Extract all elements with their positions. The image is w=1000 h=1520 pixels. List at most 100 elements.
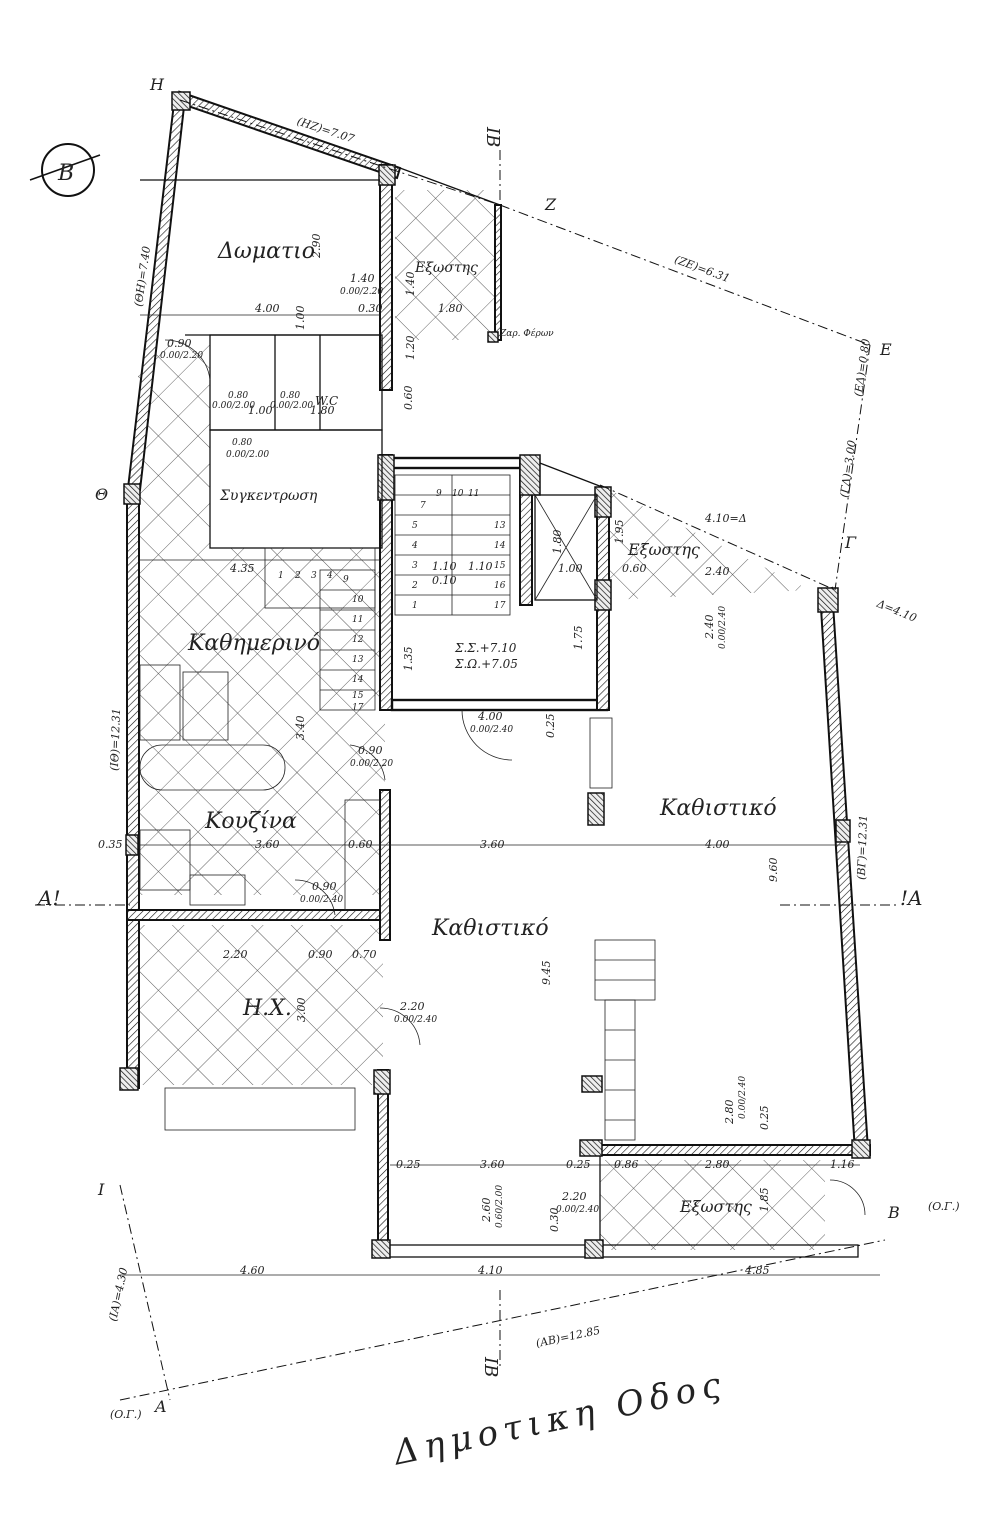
sheet-badge: B — [29, 143, 101, 197]
dim: 0.60/2.00 — [495, 1185, 505, 1228]
step-number: 17 — [352, 703, 364, 713]
tiled-exostis-right — [610, 490, 810, 600]
room-kathimerino: Καθημερινό — [187, 631, 320, 656]
stair-note-2: Σ.Ω.+7.05 — [454, 657, 518, 671]
step-number: 15 — [494, 561, 506, 571]
dim: 2.20 — [222, 948, 248, 961]
dim: 0.80 — [228, 391, 248, 401]
dim: 1.10 — [432, 560, 457, 573]
dim: 0.30 — [548, 1208, 561, 1233]
dim: 0.90 — [358, 744, 383, 757]
point-z: Ζ — [544, 195, 557, 214]
label-ze: (ZE)=6.31 — [673, 253, 732, 285]
dim: 0.00/2.20 — [350, 759, 393, 769]
column — [584, 1239, 604, 1259]
wall-north — [178, 90, 402, 180]
dim: 4.10 — [477, 1264, 503, 1277]
dim: 4.00 — [704, 838, 730, 851]
label-gd: (ΓΔ)=3.00 — [838, 439, 859, 498]
column — [123, 483, 141, 505]
dim: 0.00/2.40 — [394, 1015, 437, 1025]
label-d410: Δ=4.10 — [874, 597, 918, 625]
dim: 0.10 — [432, 574, 457, 587]
step-number: 11 — [352, 615, 363, 625]
point-th: Θ — [95, 485, 108, 504]
column — [487, 331, 499, 343]
dim: 2.40 — [703, 615, 716, 641]
step-number: 13 — [352, 655, 364, 665]
column — [519, 454, 541, 496]
column — [817, 587, 839, 613]
dim: 0.00/2.00 — [270, 401, 313, 411]
column — [373, 1069, 391, 1095]
wall-kitchen-south — [126, 909, 383, 921]
column — [378, 164, 396, 186]
column — [125, 834, 139, 856]
dim: 1.00 — [558, 562, 583, 575]
room-apothiki: Συγκεντρωση — [219, 488, 318, 504]
stair-box — [390, 456, 534, 470]
point-a: Α — [153, 1397, 167, 1416]
column — [579, 1139, 603, 1157]
stair-right — [394, 474, 511, 616]
dim: 1.95 — [613, 520, 626, 545]
dim: 0.35 — [98, 838, 123, 851]
dim: 0.00/2.20 — [160, 351, 203, 361]
step-number: 1 — [278, 571, 284, 581]
step-number: 3 — [412, 561, 418, 571]
room-exostis-bottom: Εξωστης — [679, 1197, 752, 1216]
dim: 2.90 — [310, 234, 323, 260]
label-og-left: (O.Γ.) — [110, 1408, 142, 1421]
column — [851, 1139, 871, 1159]
point-g: Γ — [844, 533, 857, 552]
step-number: 14 — [352, 675, 364, 685]
section-a-left: A! — [36, 886, 60, 910]
dimensions: 2.90 1.40 0.00/2.20 1.40 4.00 0.30 1.80 … — [98, 234, 855, 1278]
outer-walls — [126, 90, 871, 1258]
dim: 0.00/2.40 — [470, 725, 513, 735]
step-number: 17 — [494, 601, 506, 611]
step-number: 4 — [411, 541, 418, 551]
step-number: 10 — [452, 489, 464, 499]
inner-walls — [139, 179, 866, 1216]
dim: 1.40 — [350, 272, 375, 285]
dim: 0.00/2.40 — [738, 1076, 748, 1119]
dim: 3.40 — [294, 716, 307, 741]
label-bg: (BΓ)=12.31 — [855, 815, 870, 880]
dim: 4.00 — [254, 302, 280, 315]
dim: 2.80 — [723, 1100, 736, 1126]
dim: 0.25 — [544, 714, 557, 739]
section-ib-bottom: ΙΒ — [480, 1356, 501, 1377]
room-kouzina: Κουζίνα — [204, 809, 297, 834]
dim: 0.30 — [358, 302, 383, 315]
step-number: 10 — [352, 595, 364, 605]
column — [581, 1075, 603, 1093]
step-number: 7 — [420, 501, 426, 511]
column — [594, 579, 612, 611]
wall-west-hx — [126, 917, 140, 1089]
dim: 0.90 — [308, 948, 333, 961]
tiled-floors — [132, 190, 825, 1250]
label-delta-inner: 4.10=Δ — [704, 512, 747, 525]
label-ia: (ΙΑ)=4.30 — [106, 1266, 130, 1322]
step-number: 14 — [494, 541, 506, 551]
column — [119, 1067, 139, 1091]
dim: 0.80 — [232, 438, 252, 448]
column — [371, 1239, 391, 1259]
dim: 0.00/2.40 — [300, 895, 343, 905]
dim: 0.70 — [352, 948, 377, 961]
dim: 1.80 — [551, 530, 564, 555]
sheet-badge-letter: B — [57, 161, 74, 186]
step-number: 2 — [294, 571, 301, 581]
stair-numbers-right: 1 2 3 4 5 7 9 10 11 13 14 15 16 17 — [411, 489, 506, 611]
room-exostis-right: Εξωστης — [627, 540, 700, 559]
boundary — [35, 99, 900, 1401]
dim: 4.35 — [229, 562, 255, 575]
dim: 2.80 — [704, 1158, 730, 1171]
tiled-exostis-top — [395, 190, 500, 340]
dim: 1.35 — [402, 647, 415, 672]
room-kathistiko-left: Καθιστικό — [431, 916, 549, 941]
dim: 0.60 — [348, 838, 373, 851]
column — [377, 454, 395, 501]
step-number: 3 — [311, 571, 317, 581]
